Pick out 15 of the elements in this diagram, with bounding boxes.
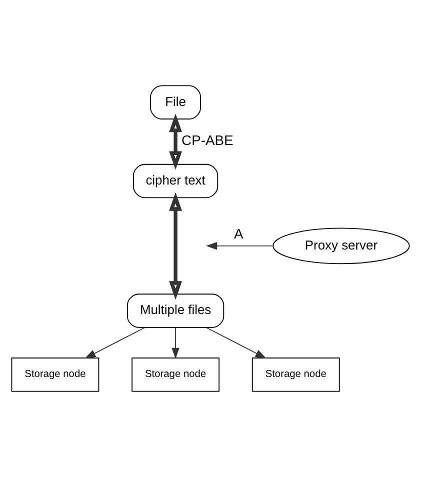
node-box: Multiple files bbox=[126, 294, 224, 328]
arrow bbox=[172, 327, 180, 359]
node-box: Storage node bbox=[252, 358, 340, 392]
node-box: cipher text bbox=[132, 164, 218, 198]
arrow bbox=[206, 242, 274, 250]
node-box: Storage node bbox=[132, 358, 220, 392]
edge-label: CP-ABE bbox=[182, 132, 234, 148]
arrow bbox=[84, 327, 146, 359]
arrow bbox=[169, 114, 182, 170]
arrow bbox=[169, 192, 182, 300]
node-box: Storage node bbox=[11, 358, 100, 392]
node-ellipse: Proxy server bbox=[272, 228, 410, 264]
arrow bbox=[206, 327, 266, 359]
edge-label: A bbox=[234, 226, 243, 242]
node-box: File bbox=[150, 85, 201, 120]
